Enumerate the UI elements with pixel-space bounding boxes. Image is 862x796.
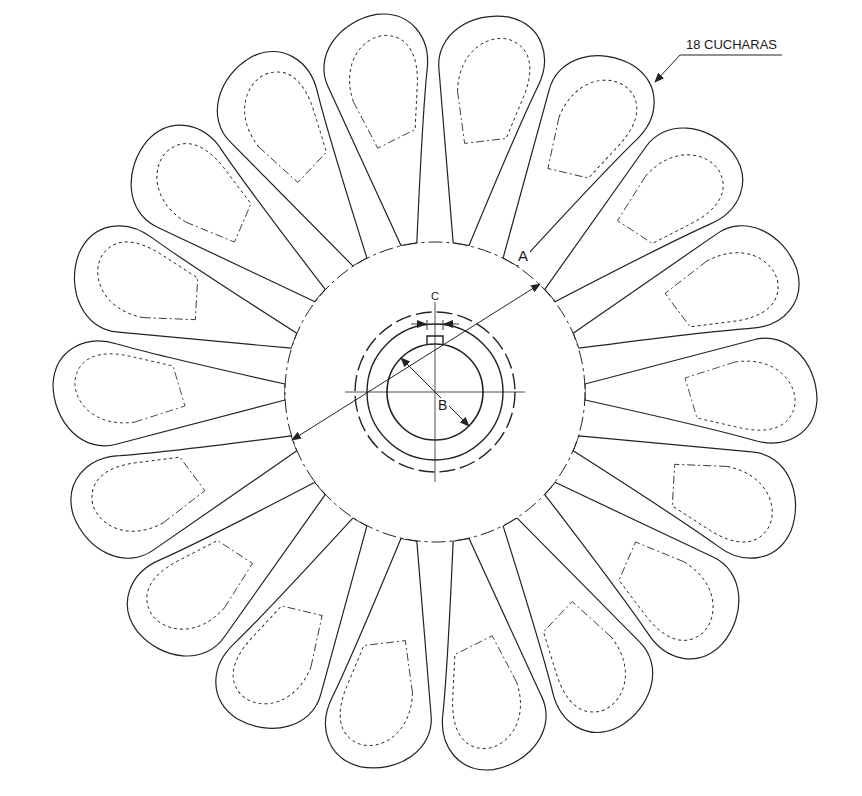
dimension-letter: B xyxy=(436,398,449,413)
dimension-letter: C xyxy=(429,290,441,302)
dimension-letter: A xyxy=(516,248,530,265)
part-count-label: 18 CUCHARAS xyxy=(684,38,779,52)
